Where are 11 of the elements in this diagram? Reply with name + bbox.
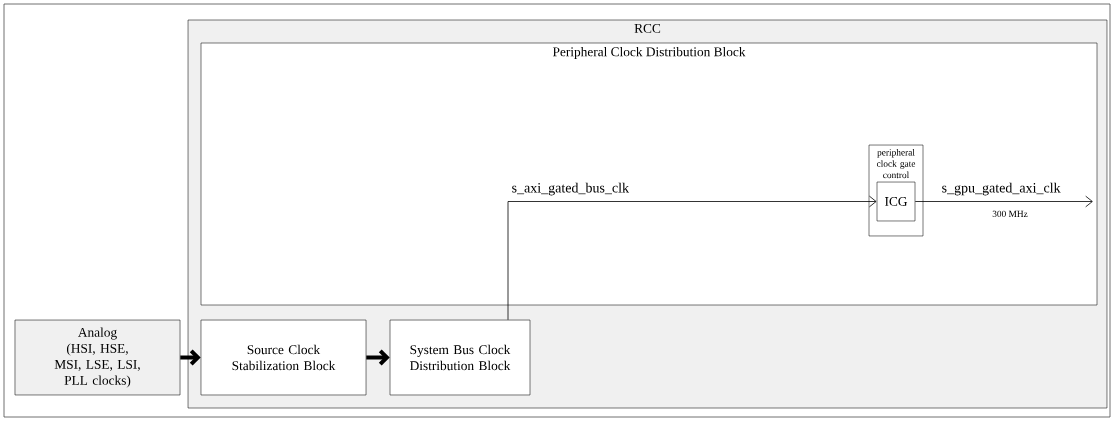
process-box: System Bus Clock Distribution Block (389, 319, 531, 396)
frequency-label: 300 MHz (992, 210, 1028, 217)
edge-label: s_axi_gated_bus_clk (512, 182, 630, 196)
arrow (507, 195, 877, 321)
process-box: ICG (876, 181, 916, 222)
arrow (180, 349, 201, 366)
edge-label: s_gpu_gated_axi_clk (942, 182, 1061, 196)
process-box: Analog (HSI, HSE, MSI, LSE, LSI, PLL clocks) (14, 319, 181, 396)
process-box: Source Clock Stabilization Block (200, 319, 367, 396)
arrow (366, 349, 390, 366)
arrow (914, 195, 1093, 208)
